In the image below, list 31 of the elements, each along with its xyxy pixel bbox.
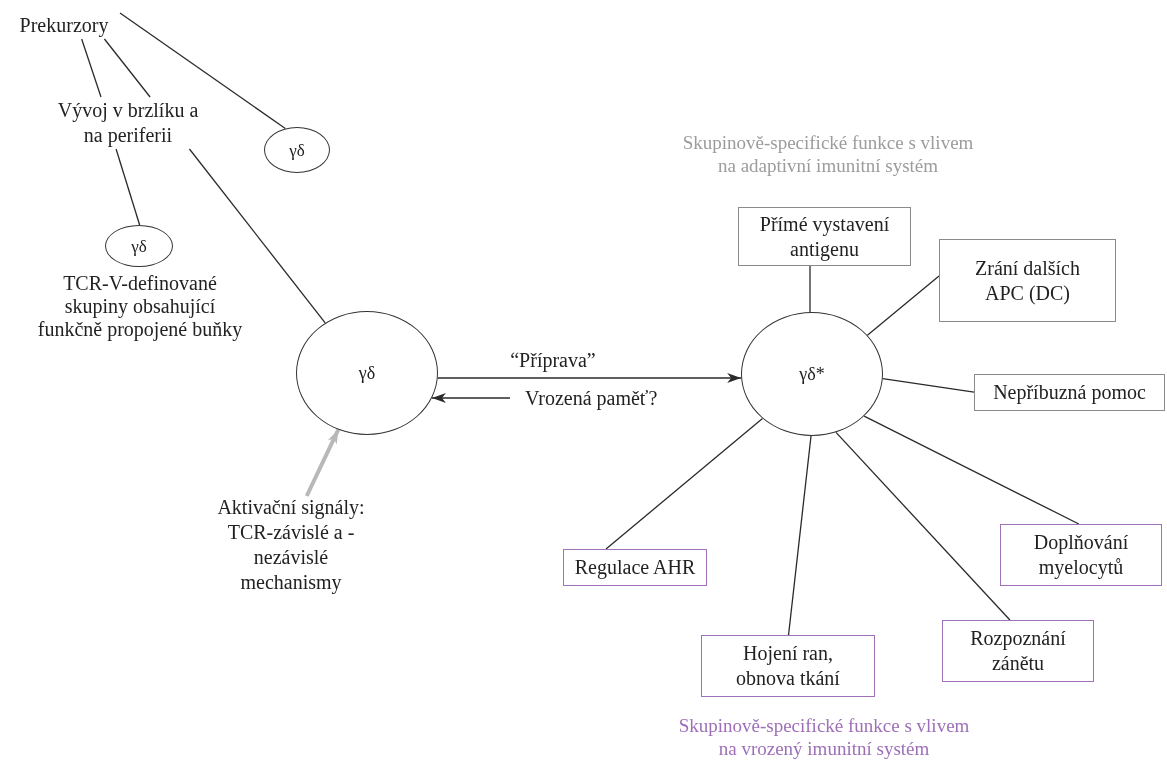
section-heading: Skupinově-specifické funkce s vlivem na vrozený imunitní systém [677,714,971,760]
node-label: TCR-V-definované skupiny obsahující funkčně propojené buňky [36,272,244,341]
node-label: Aktivační signály: TCR-závislé a -nezávislé mechanismy [210,496,372,594]
section-heading: Skupinově-specifické funkce s vlivem na adaptivní imunitní systém [681,131,975,177]
node-label: Vývoj v brzlíku a na periferii [57,97,199,149]
cell-label: γδ [131,235,147,258]
connector-line [882,378,975,393]
connector-line [605,417,764,550]
connector-line [81,38,102,98]
connector-line [835,431,1011,621]
edge-label: “Příprava” [508,349,598,371]
function-box: Nepříbuzná pomoc [974,374,1165,411]
connector-line [188,148,326,324]
function-box: Zrání dalších APC (DC) [939,239,1116,322]
function-box: Doplňování myelocytů [1000,524,1162,586]
connector-line [863,415,1080,525]
connector-line [809,265,811,313]
arrow [437,373,742,383]
arrow [431,393,511,403]
connector-line [787,435,812,636]
function-box: Regulace AHR [563,549,707,586]
function-box: Přímé vystavení antigenu [738,207,911,266]
connector-line [866,275,940,336]
connector-line [103,38,151,98]
connector-line [119,12,286,130]
function-box: Hojení ran, obnova tkání [701,635,875,697]
arrow [304,428,341,497]
connector-line [115,148,141,226]
edge-label: Vrozená paměť? [523,387,660,409]
function-box: Rozpoznání zánětu [942,620,1094,682]
node-label: Prekurzory [8,11,120,39]
